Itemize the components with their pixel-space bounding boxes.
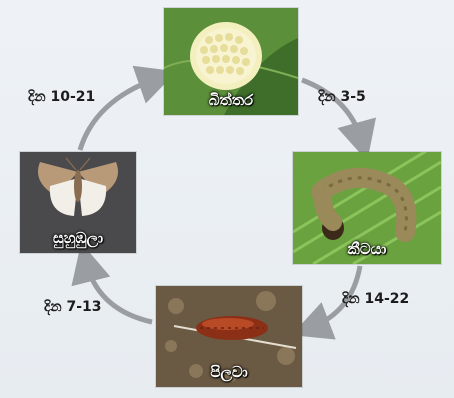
pupa-stage: පිලවා bbox=[156, 286, 302, 387]
duration-adult-to-egg: දින 10-21 bbox=[28, 89, 95, 105]
larva-label: කීටයා bbox=[293, 240, 441, 258]
egg-stage: බිත්තර bbox=[164, 8, 298, 115]
egg-label: බිත්තර bbox=[164, 91, 298, 109]
duration-larva-to-pupa: දින 14-22 bbox=[342, 291, 409, 307]
pupa-label: පිලවා bbox=[156, 363, 302, 381]
duration-pupa-to-adult: දින 7-13 bbox=[44, 299, 102, 315]
adult-label: සුහුඹුලා bbox=[20, 229, 136, 247]
adult-stage: සුහුඹුලා bbox=[20, 152, 136, 253]
duration-egg-to-larva: දින 3-5 bbox=[318, 89, 366, 105]
larva-stage: කීටයා bbox=[293, 152, 441, 264]
